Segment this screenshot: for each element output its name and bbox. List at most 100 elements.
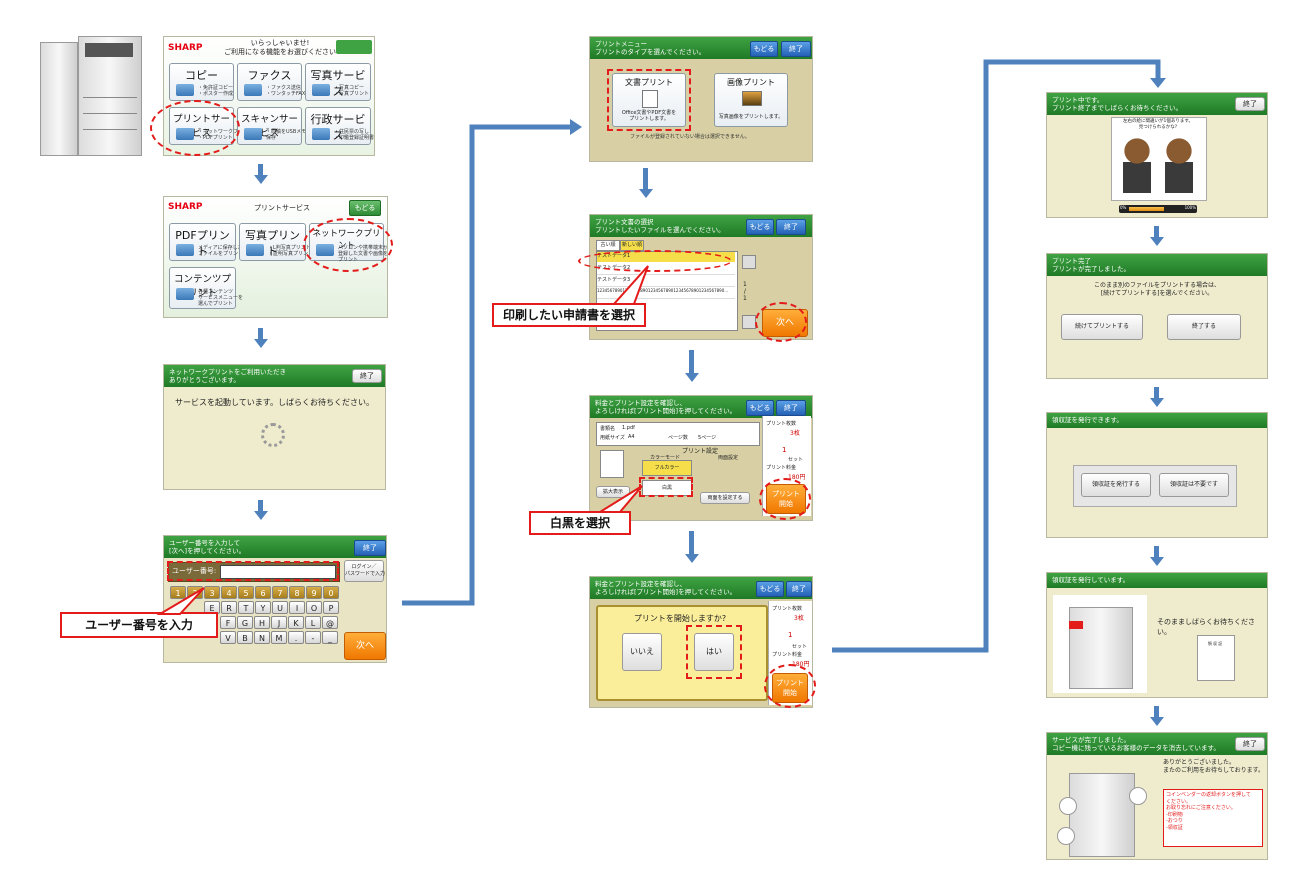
back-button[interactable]: もどる xyxy=(746,219,774,235)
key-1[interactable]: 1 xyxy=(170,586,186,599)
end-button[interactable]: 終了 xyxy=(776,219,806,235)
key-7[interactable]: 7 xyxy=(272,586,288,599)
key-U[interactable]: U xyxy=(272,601,288,614)
photo-print-title: 写真プリント xyxy=(245,229,300,258)
back-button[interactable]: もどる xyxy=(349,200,381,216)
pdf-print-title: PDFプリント xyxy=(175,229,230,258)
end-button[interactable]: 終了 xyxy=(354,540,386,556)
login-password-button[interactable]: ログイン／ パスワードで入力 xyxy=(344,560,385,582)
key-0[interactable]: 0 xyxy=(323,586,339,599)
callout-pointer xyxy=(156,587,205,615)
tile-scan-service[interactable]: スキャンサービス ・原稿をUSBメモリーに 保存 xyxy=(237,107,321,145)
key-Y[interactable]: Y xyxy=(255,601,271,614)
file-item-4[interactable]: 1234567890123456789012345678901234567890… xyxy=(597,288,735,299)
full-color-button[interactable]: フルカラー xyxy=(642,460,692,476)
yes-button[interactable]: はい xyxy=(694,633,734,671)
key-9[interactable]: 9 xyxy=(306,586,322,599)
user-number-input[interactable] xyxy=(220,565,336,579)
flow-arrow xyxy=(643,168,648,190)
doc-print-tile[interactable]: 文書プリント Office文書やPDF文書を プリントします。 xyxy=(612,73,686,127)
receipt-option-header: 領収証を発行できます。 xyxy=(1047,413,1267,428)
tile-admin-service[interactable]: 行政サービス ・住民票の写し ・印鑑登録証明書 xyxy=(305,107,374,145)
flow-arrow xyxy=(258,500,263,512)
key-P[interactable]: P xyxy=(323,601,339,614)
key-T[interactable]: T xyxy=(238,601,254,614)
key-4[interactable]: 4 xyxy=(221,586,237,599)
tile-content-print[interactable]: コンテンツプリント 各種コンテンツ サービスメニューを 選んでプリント xyxy=(169,267,243,309)
key-F[interactable]: F xyxy=(220,616,236,629)
back-button[interactable]: もどる xyxy=(756,581,784,597)
scroll-up-button[interactable] xyxy=(742,255,756,269)
page-indicator: 1 / 1 xyxy=(743,281,747,302)
photo-print-icon xyxy=(246,244,264,256)
price-label: プリント料金 xyxy=(772,652,803,658)
tile-fax-title: ファクス xyxy=(247,69,292,82)
end-button[interactable]: 終了 xyxy=(776,400,806,416)
key-H[interactable]: H xyxy=(254,616,270,629)
end-button[interactable]: 終了 xyxy=(352,369,382,383)
flow-arrow xyxy=(1154,387,1159,399)
zoom-button[interactable]: 拡大表示 xyxy=(596,486,630,498)
key-K[interactable]: K xyxy=(288,616,304,629)
back-button[interactable]: もどる xyxy=(750,41,778,57)
count-label: プリント枚数 xyxy=(772,606,803,612)
content-icon xyxy=(176,288,194,300)
next-button[interactable]: 次へ xyxy=(344,632,386,660)
scan-icon xyxy=(244,128,262,140)
end-button[interactable]: 終了 xyxy=(1235,737,1265,751)
tile-pdf-print[interactable]: PDFプリント メディアに保存したPDF ファイルをプリント xyxy=(169,223,252,261)
continue-print-button[interactable]: 続けてプリントする xyxy=(1061,314,1143,340)
key-_[interactable]: _ xyxy=(322,631,338,644)
file-item-3[interactable]: テストデータ3 xyxy=(597,276,735,287)
sharp-logo-2: SHARP xyxy=(168,202,203,212)
sharp-logo: SHARP xyxy=(168,43,203,53)
price-value: 180円 xyxy=(792,661,810,668)
flow-arrowhead xyxy=(685,554,699,563)
photo-print-sub: ・L判写真プリント ・証明写真プリント xyxy=(268,245,314,257)
key-G[interactable]: G xyxy=(237,616,253,629)
key-N[interactable]: N xyxy=(254,631,270,644)
key-@[interactable]: @ xyxy=(322,616,338,629)
end-button[interactable]: 終了 xyxy=(781,41,811,57)
scroll-down-button[interactable] xyxy=(742,315,756,329)
print-menu-screen: プリントメニュー プリントのタイプを選んでください。 もどる 終了 文書プリント… xyxy=(589,36,813,162)
tile-fax[interactable]: ファクス ・ファクス送信 ・ワンタッチFAX xyxy=(237,63,305,101)
no-button[interactable]: いいえ xyxy=(622,633,662,671)
language-button[interactable] xyxy=(336,40,372,54)
tile-copy[interactable]: コピー ・免許証コピー ・ポスター作成 xyxy=(169,63,234,101)
key-R[interactable]: R xyxy=(221,601,237,614)
issue-receipt-button[interactable]: 領収証を発行する xyxy=(1081,473,1151,497)
key-5[interactable]: 5 xyxy=(238,586,254,599)
end-button[interactable]: 終了 xyxy=(786,581,812,597)
bear-left-icon xyxy=(1123,137,1151,193)
tile-photo-service[interactable]: 写真サービス ・写真コピー ・写真プリント xyxy=(305,63,371,101)
tile-copy-sub: ・免許証コピー ・ポスター作成 xyxy=(198,85,234,97)
no-receipt-button[interactable]: 領収証は不要です xyxy=(1159,473,1229,497)
key-J[interactable]: J xyxy=(271,616,287,629)
key-L[interactable]: L xyxy=(305,616,321,629)
end-button[interactable]: 終了 xyxy=(1235,97,1265,111)
key-I[interactable]: I xyxy=(289,601,305,614)
key-O[interactable]: O xyxy=(306,601,322,614)
receipt-title: 領 収 証 xyxy=(1207,641,1223,646)
key-M[interactable]: M xyxy=(271,631,287,644)
callout-enter-user-number: ユーザー番号を入力 xyxy=(60,612,218,638)
highlight-print-start-2 xyxy=(764,664,816,708)
finish-button[interactable]: 終了する xyxy=(1167,314,1241,340)
tab-oldest[interactable]: 古い順 xyxy=(596,240,620,251)
key-B[interactable]: B xyxy=(237,631,253,644)
key-8[interactable]: 8 xyxy=(289,586,305,599)
key-V[interactable]: V xyxy=(220,631,236,644)
key-6[interactable]: 6 xyxy=(255,586,271,599)
key-.[interactable]: . xyxy=(288,631,304,644)
image-print-tile[interactable]: 画像プリント 写真画像をプリントします。 xyxy=(714,73,788,127)
highlight-user-number xyxy=(167,561,339,581)
duplex-button[interactable]: 両面を設定する xyxy=(700,492,750,504)
puzzle-bubble: 左右の絵に間違いが1個あります。 見つけられるかな? xyxy=(1123,119,1193,130)
key--[interactable]: - xyxy=(305,631,321,644)
key-3[interactable]: 3 xyxy=(204,586,220,599)
back-button[interactable]: もどる xyxy=(746,400,774,416)
bear-right-icon xyxy=(1165,137,1193,193)
tile-photo-print[interactable]: 写真プリント ・L判写真プリント ・証明写真プリント xyxy=(239,223,313,261)
pdf-print-sub: メディアに保存したPDF ファイルをプリント xyxy=(198,245,253,257)
